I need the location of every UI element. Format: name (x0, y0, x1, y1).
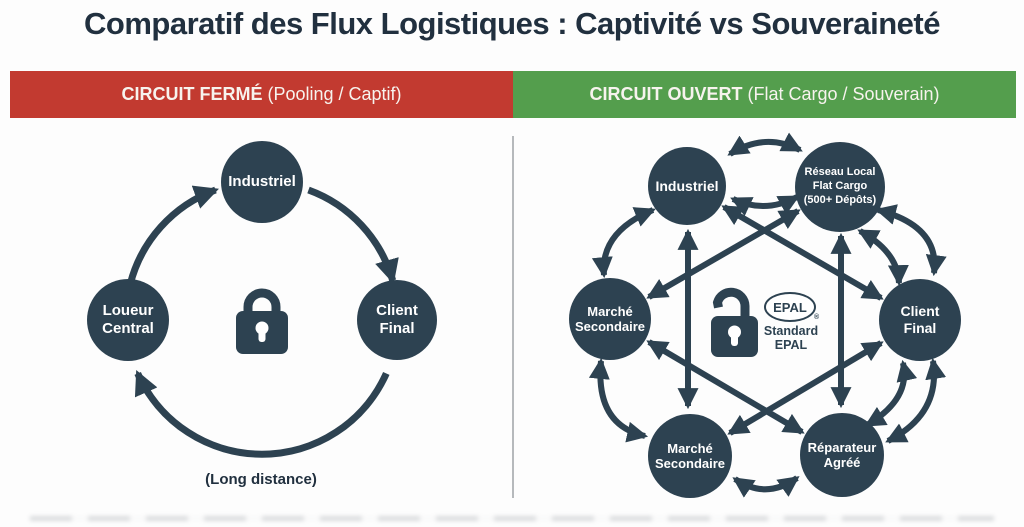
node-loueur-central: Loueur Central (87, 279, 169, 361)
node-client-final-right: Client Final (879, 279, 961, 361)
bottom-artifact (30, 516, 994, 521)
node-reparateur-agree: Réparateur Agréé (800, 413, 884, 497)
epal-logo-text: EPAL (773, 299, 807, 315)
node-marche-secondaire-bottom: Marché Secondaire (648, 414, 732, 498)
long-distance-caption: (Long distance) (205, 471, 317, 488)
right-network-arrows (588, 132, 947, 498)
left-panel-header: CIRCUIT FERMÉ (Pooling / Captif) (10, 71, 513, 118)
right-header-rest: (Flat Cargo / Souverain) (742, 84, 940, 104)
node-client-final-left: Client Final (357, 280, 437, 360)
page-title: Comparatif des Flux Logistiques : Captiv… (84, 6, 940, 41)
left-header-bold: CIRCUIT FERMÉ (121, 84, 263, 104)
epal-standard-label: Standard EPAL (763, 324, 819, 353)
left-cycle-arrows (126, 185, 399, 458)
node-marche-secondaire-left: Marché Secondaire (569, 278, 651, 360)
right-panel-header: CIRCUIT OUVERT (Flat Cargo / Souverain) (513, 71, 1016, 118)
right-header-bold: CIRCUIT OUVERT (589, 84, 743, 104)
left-header-rest: (Pooling / Captif) (262, 84, 402, 104)
node-industriel-right: Industriel (648, 147, 726, 225)
open-lock-icon (711, 287, 758, 357)
node-reseau-local: Réseau Local Flat Cargo (500+ Dépôts) (795, 142, 885, 232)
node-industriel-left: Industriel (221, 141, 303, 223)
closed-lock-icon (236, 288, 288, 354)
epal-logo: EPAL (764, 292, 816, 322)
panel-divider (512, 136, 514, 498)
registered-mark: ® (814, 314, 820, 321)
